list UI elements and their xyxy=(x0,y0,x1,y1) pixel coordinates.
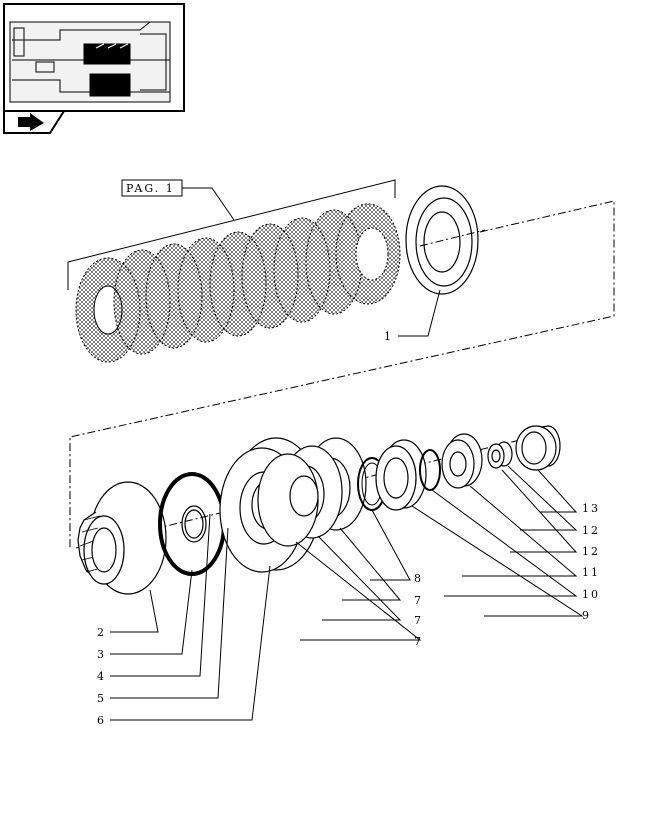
part-washer xyxy=(441,433,483,489)
callout-1: 1 xyxy=(384,330,393,343)
part-retainer xyxy=(375,439,427,511)
part-snap-ring-large xyxy=(158,472,226,576)
callout-12-b: 12 xyxy=(582,524,600,537)
part-small-rings xyxy=(487,441,513,469)
callout-7-b: 7 xyxy=(414,614,423,627)
page-reference-text: PAG. 1 xyxy=(126,182,175,195)
callout-labels: 1 2 3 4 5 6 7 7 7 8 9 10 11 12 12 13 xyxy=(97,330,600,727)
assembly-connector-line xyxy=(69,200,615,550)
callout-3: 3 xyxy=(97,648,106,661)
callout-5: 5 xyxy=(97,692,106,705)
page-reference-label: PAG. 1 xyxy=(121,179,235,221)
callout-11: 11 xyxy=(582,566,600,579)
callout-9: 9 xyxy=(582,609,591,622)
callout-12-a: 12 xyxy=(582,545,600,558)
assembly-location-thumbnail-icon xyxy=(3,3,185,112)
part-ring-plate xyxy=(405,185,479,295)
callout-6: 6 xyxy=(97,714,106,727)
part-bushing xyxy=(515,425,561,471)
callout-10: 10 xyxy=(582,588,600,601)
callout-7-c: 7 xyxy=(414,635,423,648)
part-belleville-springs xyxy=(257,437,367,547)
part-snap-ring-10 xyxy=(419,449,441,491)
callout-13: 13 xyxy=(582,502,600,515)
clutch-disc-pack xyxy=(75,203,401,363)
next-page-arrow-icon[interactable] xyxy=(3,110,66,134)
callout-7-a: 7 xyxy=(414,594,423,607)
part-o-ring-small xyxy=(181,505,207,543)
part-splined-hub xyxy=(77,481,167,595)
clutch-pack-bracket xyxy=(67,179,396,290)
callout-8: 8 xyxy=(414,572,423,585)
leader-lines xyxy=(110,289,584,721)
callout-2: 2 xyxy=(97,626,106,639)
upper-axis-line xyxy=(419,229,486,247)
callout-4: 4 xyxy=(97,670,106,683)
